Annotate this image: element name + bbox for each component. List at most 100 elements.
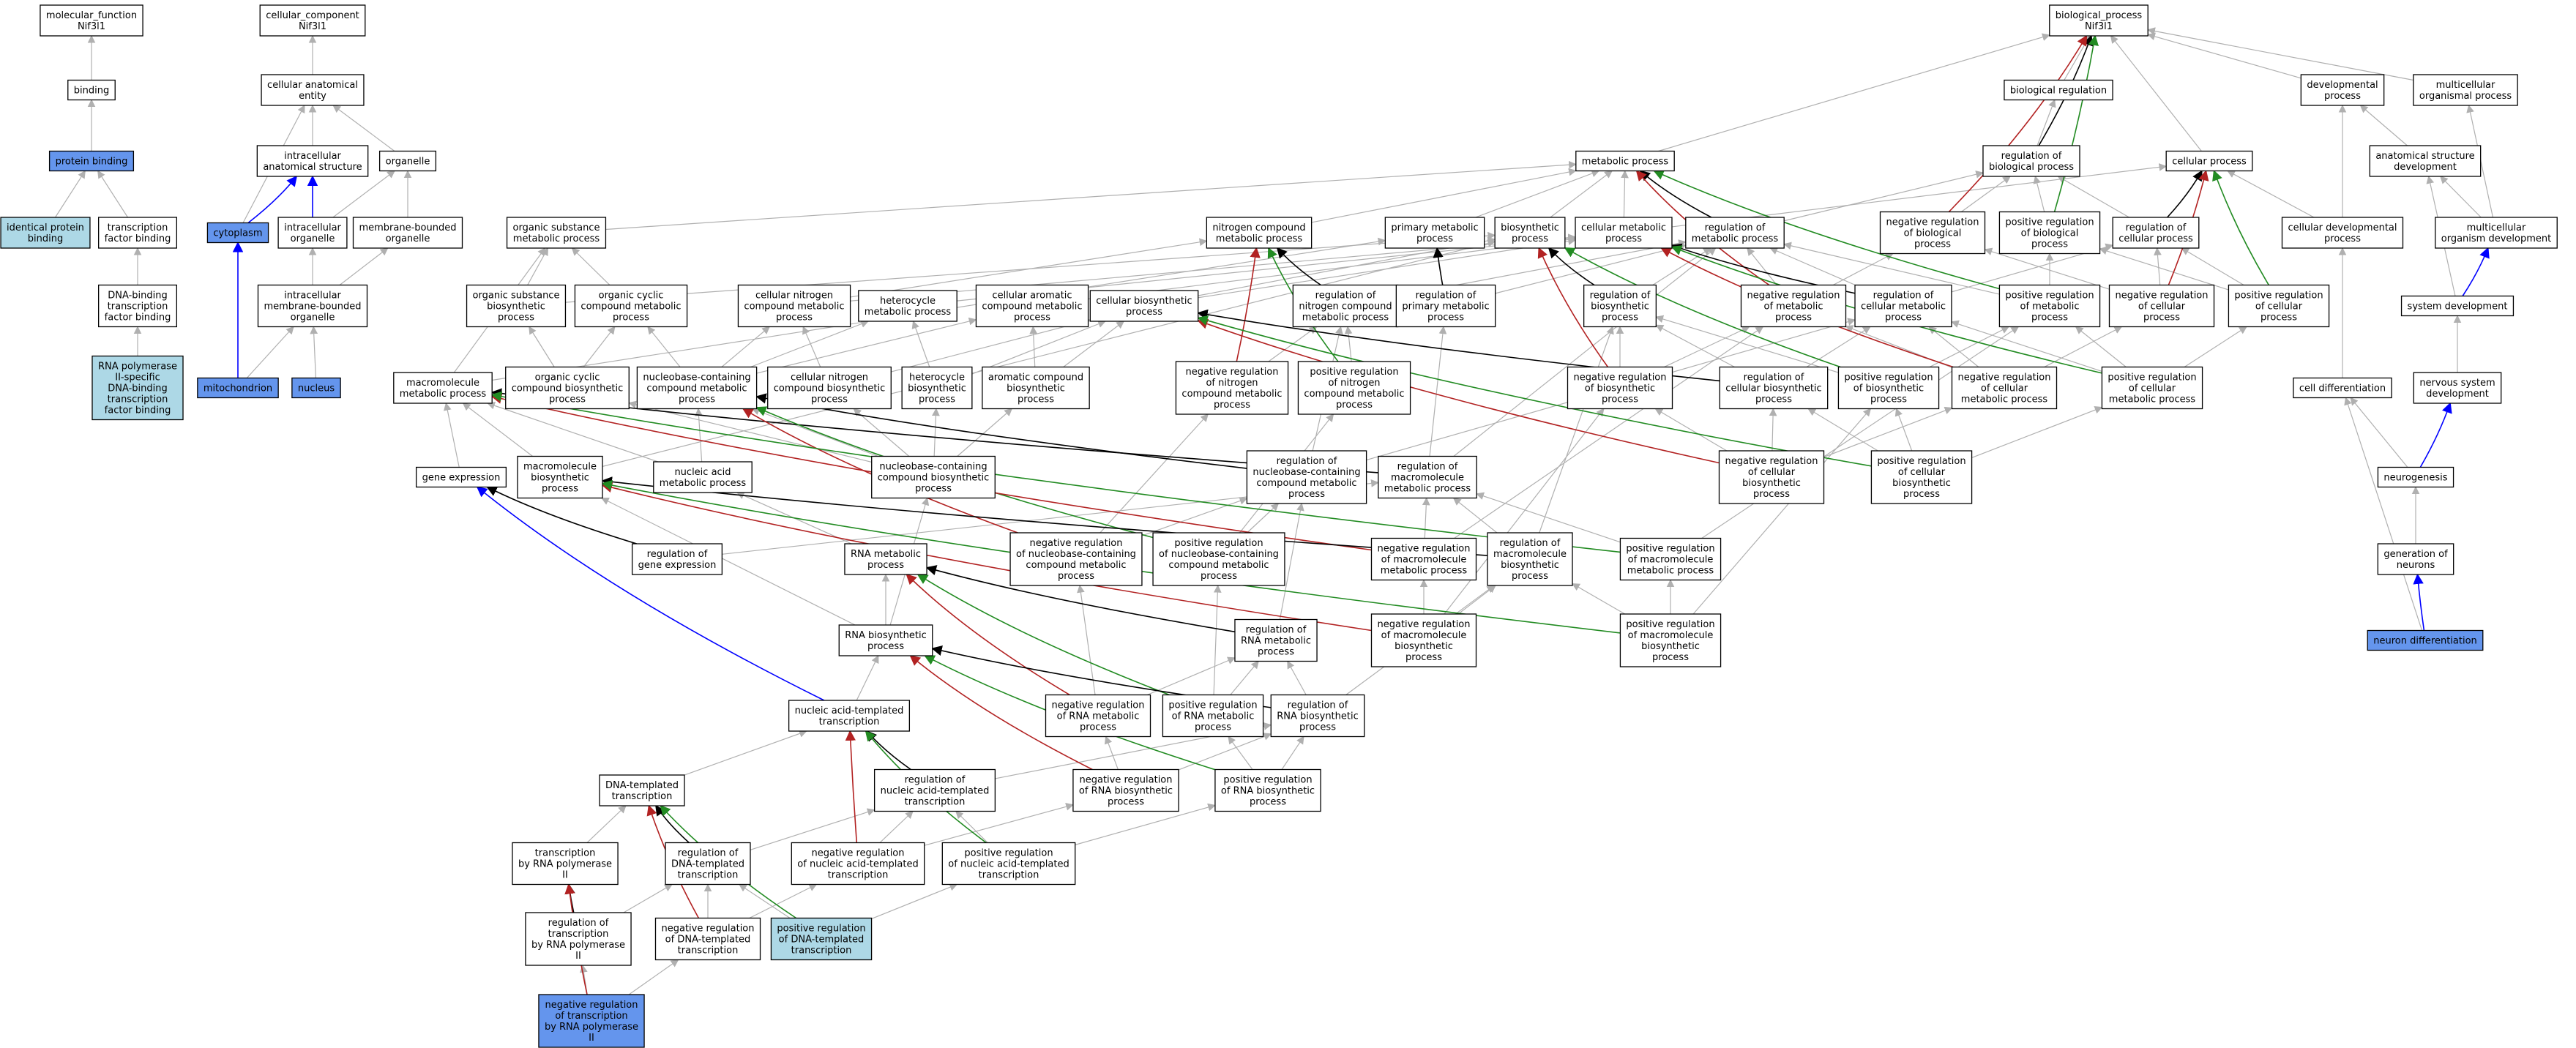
go-term-protein-binding[interactable]: protein binding bbox=[48, 150, 135, 172]
go-term-mitochondrion[interactable]: mitochondrion bbox=[197, 377, 279, 399]
go-term-reg-nucleobase-metab[interactable]: regulation ofnucleobase-containingcompou… bbox=[1246, 450, 1367, 504]
go-term-gene-expression[interactable]: gene expression bbox=[415, 466, 507, 488]
go-term-system-dev[interactable]: system development bbox=[2400, 295, 2515, 317]
go-term-rnapol-tf-binding[interactable]: RNA polymeraseII-specificDNA-bindingtran… bbox=[92, 355, 184, 421]
go-term-cytoplasm[interactable]: cytoplasm bbox=[206, 222, 269, 244]
go-term-biological-regulation[interactable]: biological regulation bbox=[2004, 79, 2113, 101]
go-term-cellular-process[interactable]: cellular process bbox=[2165, 150, 2253, 172]
go-term-nucleus[interactable]: nucleus bbox=[291, 377, 341, 399]
go-term-neurogenesis[interactable]: neurogenesis bbox=[2377, 466, 2454, 488]
go-term-binding[interactable]: binding bbox=[67, 79, 116, 101]
go-term-cell-differentiation[interactable]: cell differentiation bbox=[2293, 377, 2392, 399]
go-term-reg-macromolecule-biosyn[interactable]: regulation ofmacromoleculebiosyntheticpr… bbox=[1487, 532, 1573, 586]
go-term-metabolic-process[interactable]: metabolic process bbox=[1575, 150, 1675, 172]
go-term-organelle[interactable]: organelle bbox=[378, 150, 437, 172]
go-term-neuron-differentiation[interactable]: neuron differentiation bbox=[2367, 629, 2484, 651]
